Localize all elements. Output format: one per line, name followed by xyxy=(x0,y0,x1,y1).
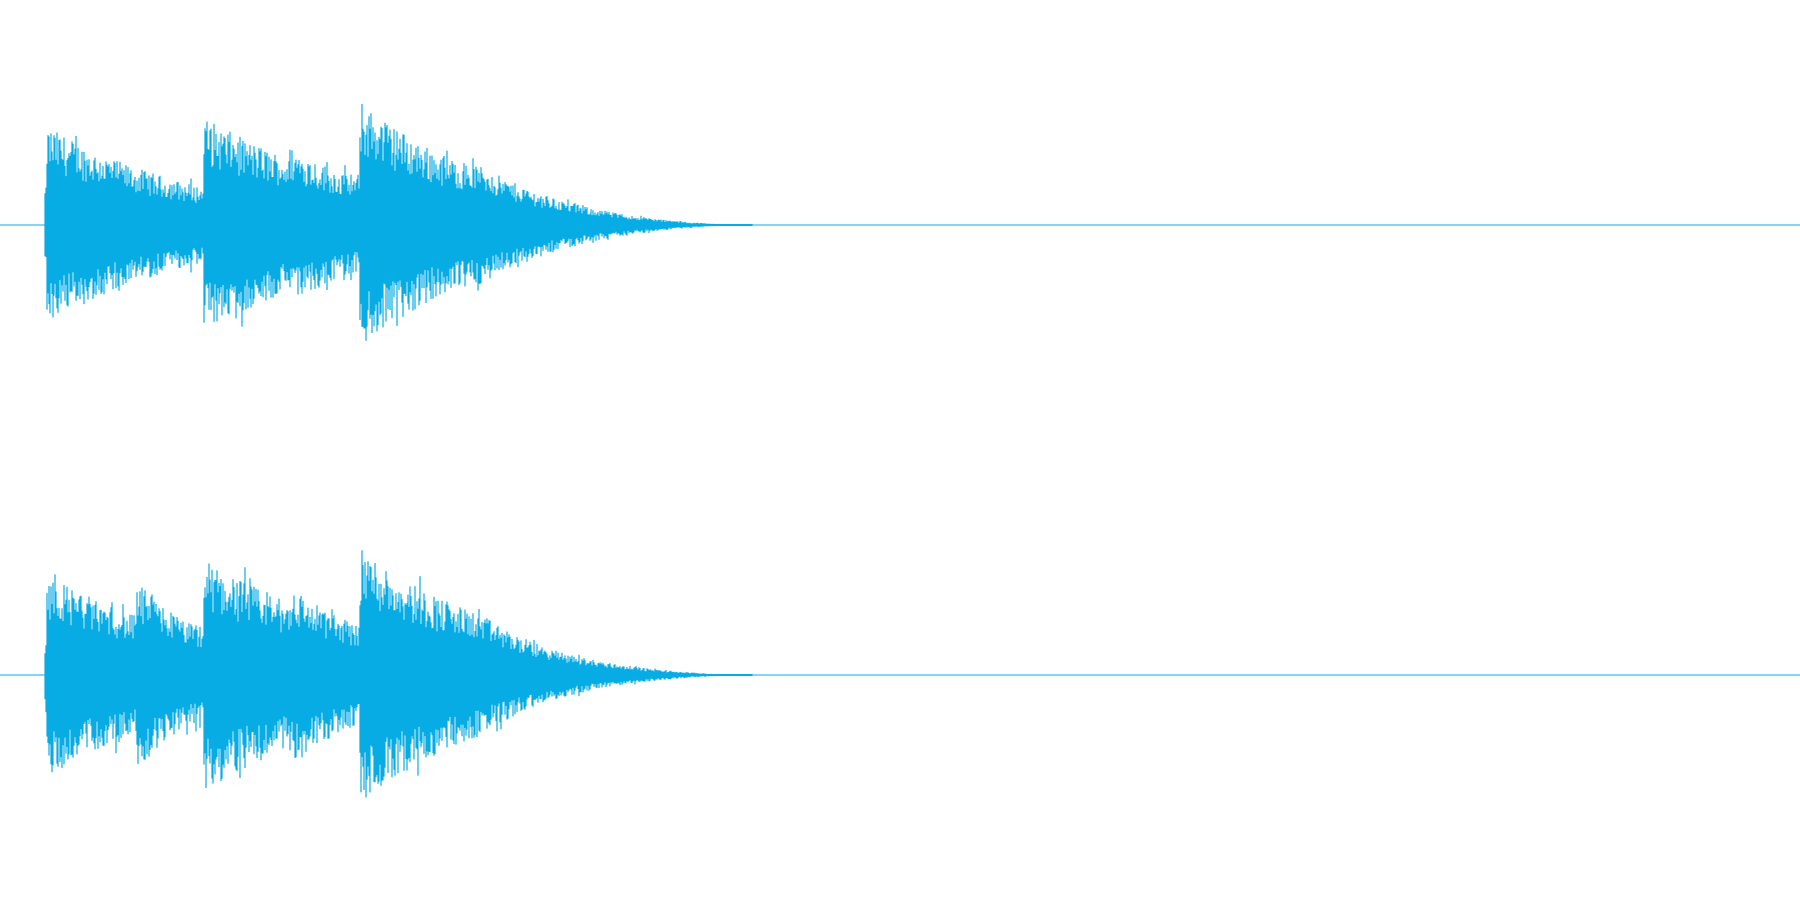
channel-2-waveform xyxy=(44,550,753,798)
channel-2-track[interactable] xyxy=(0,550,1800,798)
channel-1-waveform xyxy=(44,104,753,341)
channel-1-track[interactable] xyxy=(0,104,1800,341)
